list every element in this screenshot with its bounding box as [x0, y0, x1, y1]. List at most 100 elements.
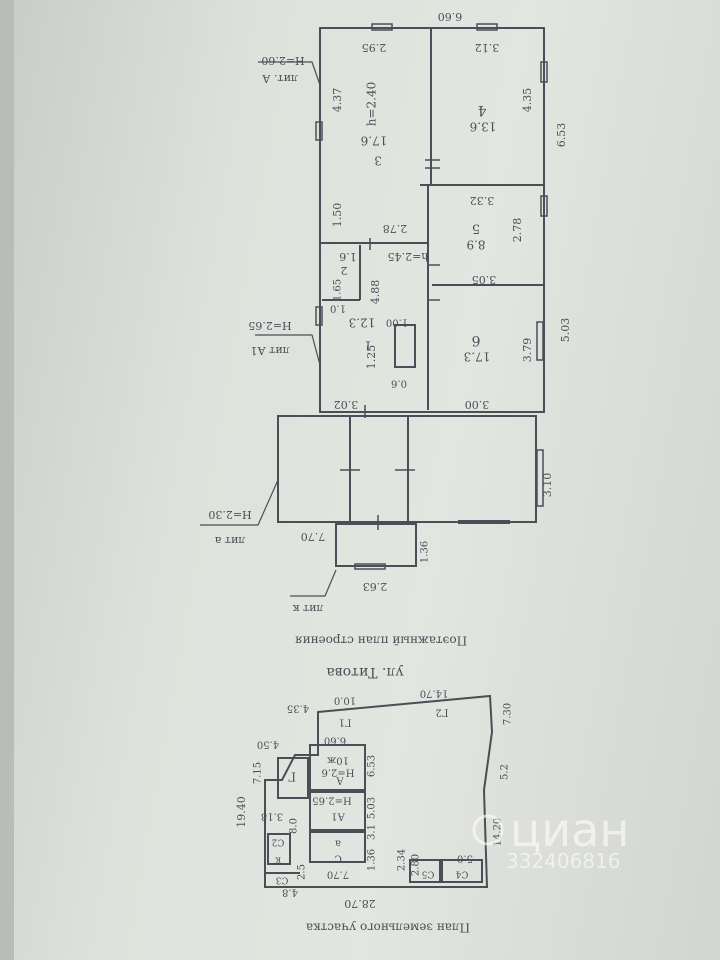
label-dims-porch-bottom: 2.63 [363, 580, 388, 593]
label-dims-annex-right: 3.10 [541, 473, 554, 498]
label-labels-h26: H=2.6 [321, 767, 354, 778]
label-dims-left-150: 1.50 [331, 203, 344, 228]
watermark-id: 332406816 [506, 849, 621, 873]
label-dims-r5-top: 3.32 [470, 194, 495, 207]
label-dims-d435: 4.35 [287, 703, 309, 714]
label-rooms-r2-area: 1.6 [339, 250, 357, 263]
label-dims-porch-right: 1.36 [420, 541, 431, 563]
label-rooms-r3-h: h=2.40 [365, 82, 379, 127]
watermark-brand: циан [510, 803, 629, 857]
label-rooms-r6-num: 6 [471, 332, 480, 348]
label-dims-r3-left: 4.37 [331, 88, 344, 113]
label-labels-c2: С2 [272, 837, 285, 847]
label-dims-r1-bottom: 3.02 [334, 398, 359, 411]
label-dims-r4-right: 4.35 [521, 88, 534, 113]
label-dims-d80: 8.0 [289, 818, 300, 834]
label-dims-d660: 6.60 [324, 735, 346, 746]
label-dims-r1-10: 1.0 [330, 303, 346, 314]
site-annex [309, 831, 366, 863]
label-dims-d280: 2.80 [411, 854, 422, 876]
label-dims-d136: 1.36 [367, 849, 378, 871]
label-labels-h265: H=2.65 [312, 795, 351, 806]
watermark-logo-icon [472, 814, 504, 846]
site-house-a [309, 744, 366, 791]
paper-edge [0, 0, 14, 960]
label-labels-lit-a: А [336, 775, 344, 786]
label-rooms-r2-num: 2 [341, 264, 348, 277]
label-dims-d318: 3.18 [261, 811, 283, 822]
label-dims-r2-left: 1.65 [333, 279, 344, 301]
label-labels-k: к [275, 855, 281, 865]
label-labels-lit-k: лит к [292, 602, 323, 615]
label-rooms-r3-num: 3 [374, 154, 382, 168]
label-dims-d100: 10.0 [334, 695, 356, 706]
label-dims-r1-left: 4.88 [369, 280, 382, 305]
label-floor-plan-caption: Поэтажный план строения [295, 634, 467, 648]
label-labels-h265: H=2.65 [248, 319, 291, 332]
label-dims-top-overall: 6.60 [438, 10, 463, 23]
label-labels-g1: Г1 [339, 717, 352, 728]
label-dims-d31: 3.1 [367, 824, 378, 840]
label-dims-r5-right: 2.78 [511, 218, 524, 243]
label-dims-d503: 5.03 [367, 797, 378, 819]
label-dims-d770: 7.70 [327, 869, 349, 880]
label-rooms-r1-area: 12.3 [349, 316, 376, 330]
label-dims-right-upper: 6.53 [555, 123, 568, 148]
site-shed-c1 [277, 757, 309, 799]
label-dims-r1-125: 1.25 [365, 345, 378, 370]
label-dims-d730: 7.30 [503, 703, 514, 725]
label-dims-r6-right: 3.79 [521, 338, 534, 363]
label-dims-r3-top: 2.95 [362, 41, 387, 54]
label-labels-lit-a: лит. А [261, 72, 297, 85]
label-labels-c-small: С [334, 853, 342, 864]
label-dims-d50: 5.0 [457, 853, 473, 864]
label-dims-r5-bottom: 3.05 [472, 273, 497, 286]
label-rooms-r1-num: 1 [364, 339, 372, 353]
label-labels-lit-a1: А1 [331, 811, 345, 822]
label-dims-d48: 4.8 [282, 887, 298, 898]
stove [394, 324, 416, 368]
label-dims-right-lower: 5.03 [559, 318, 572, 343]
label-labels-lit-a-annex: лит а [214, 534, 245, 547]
label-dims-d52: 5.2 [500, 764, 511, 780]
site-house-a1 [309, 791, 366, 831]
label-rooms-r5-num: 5 [472, 221, 480, 236]
label-labels-h230: H=2.30 [208, 508, 251, 521]
label-labels-zh: 10ж [326, 755, 349, 766]
site-shed-c4 [441, 859, 483, 883]
label-site-plan-street: ул. Титова [326, 664, 403, 680]
label-dims-d1420: 14.20 [493, 818, 504, 847]
label-dims-d2870: 28.70 [344, 897, 376, 910]
label-dims-r6-bottom: 3.00 [465, 398, 490, 411]
site-boundary [264, 694, 494, 888]
label-dims-d1940: 19.40 [235, 796, 248, 828]
label-rooms-h245: h=2.45 [388, 250, 429, 263]
label-labels-g2: Г2 [436, 707, 449, 718]
label-dims-r1-100: 1.00 [386, 317, 408, 328]
label-dims-d1470: 14.70 [420, 688, 449, 699]
label-dims-d715: 7.15 [253, 762, 264, 784]
label-dims-r4-top: 3.12 [475, 41, 500, 54]
label-rooms-r3-area: 17.6 [361, 134, 388, 148]
site-shed-c2 [267, 833, 291, 865]
porch-outline [335, 523, 417, 567]
label-labels-c5: С5 [421, 869, 434, 879]
watermark: циан 332406816 [472, 803, 629, 873]
label-dims-r3-bottom: 2.78 [383, 222, 408, 235]
label-rooms-r4-area: 13.6 [470, 120, 497, 134]
site-shed-c5 [409, 859, 441, 883]
label-dims-annex-bottom: 7.70 [301, 530, 326, 543]
label-dims-d234: 2.34 [397, 849, 408, 871]
label-labels-a-small: а [335, 838, 341, 849]
label-dims-d25: 2.5 [297, 864, 308, 880]
label-labels-g: Г [288, 770, 296, 784]
label-labels-c3: С3 [275, 875, 288, 885]
label-labels-lit-a1: лит А1 [250, 344, 289, 357]
label-dims-r1-06: 0.6 [391, 378, 407, 389]
label-dims-d653: 6.53 [367, 755, 378, 777]
label-site-plan-caption: План земельного участка [306, 921, 470, 935]
label-dims-d450: 4.50 [257, 739, 279, 750]
